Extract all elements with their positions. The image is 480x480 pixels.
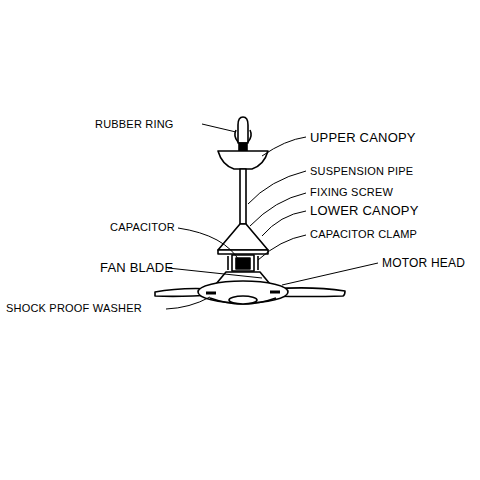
part-label: UPPER CANOPY [310, 131, 416, 144]
part-label: RUBBER RING [95, 119, 174, 130]
part-label: FIXING SCREW [310, 187, 393, 198]
part-label: MOTOR HEAD [382, 257, 465, 269]
part-label: SHOCK PROOF WASHER [6, 303, 142, 314]
part-label: CAPACITOR [110, 222, 175, 233]
part-label: FAN BLADE [100, 261, 173, 274]
part-label: CAPACITOR CLAMP [310, 229, 417, 240]
part-label: LOWER CANOPY [310, 204, 419, 217]
part-label: SUSPENSION PIPE [310, 166, 413, 177]
